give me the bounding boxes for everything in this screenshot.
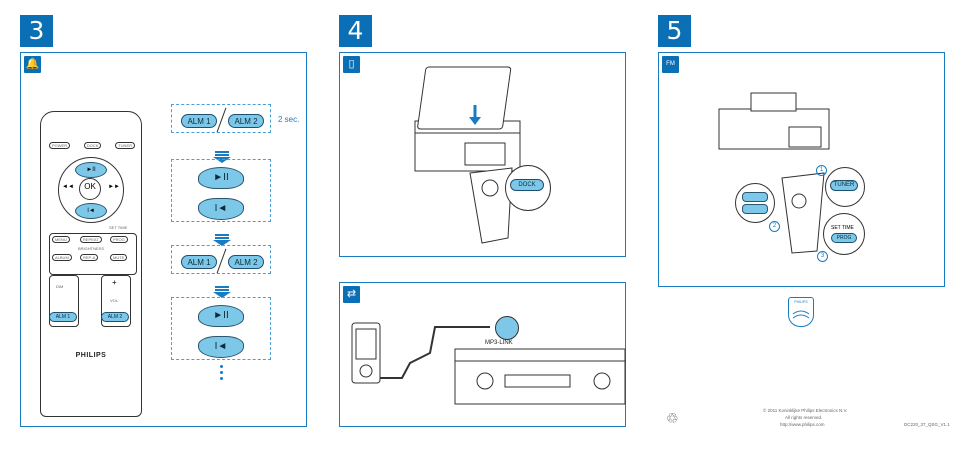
callout-number-3: 3 (817, 251, 828, 262)
nav-right-icon[interactable]: ►► (108, 184, 120, 190)
remote-brand: PHILIPS (75, 352, 107, 359)
ok-button[interactable]: OK (79, 178, 101, 200)
set-time-label: SET TIME (831, 225, 854, 231)
mp3-link-callout (495, 316, 519, 340)
step-3-panel: 🔔 POWER DOCK TUNER ►II OK I◄ ◄◄ ►► SET T… (20, 52, 307, 427)
continue-dots (220, 365, 224, 380)
nav-buttons-callout (735, 183, 775, 223)
alarm-select-box-1 (171, 104, 271, 133)
dim-rocker[interactable]: DIM (49, 275, 79, 327)
nav-up-button[interactable]: ►II (75, 162, 107, 178)
step-number-5: 5 (658, 15, 691, 47)
set-time-label: SET TIME (109, 225, 128, 230)
prog-button[interactable]: PROG (831, 233, 857, 243)
nav-ring: ►II OK I◄ ◄◄ ►► (58, 157, 124, 223)
alm1-button[interactable]: ALM 1 (181, 114, 217, 128)
step-4-dock-panel: ▯ DOCK (339, 52, 626, 257)
rep-a-button[interactable]: REP-A (80, 254, 99, 261)
mp3-link-icon: ⇄ (343, 286, 360, 303)
document-code: DC220_37_QSG_V1.1 (904, 422, 950, 427)
ok-label: OK (84, 182, 96, 191)
down-arrow-icon (213, 285, 231, 298)
brightness-label: BRIGHTNESS (78, 246, 105, 251)
remote-mid-buttons: MENU REPEAT PROG BRIGHTNESS ALBUM REP-A … (49, 233, 137, 275)
copyright-text: © 2011 Koninklijke Philips Electronics N… (763, 408, 848, 413)
step-4-mp3-panel: ⇄ MP3-LINK (339, 282, 626, 427)
nav-down-button[interactable]: I◄ (75, 203, 107, 219)
dock-speaker-illustration (414, 66, 521, 244)
duration-label: 2 sec. (278, 115, 300, 124)
alarm-bell-icon: 🔔 (24, 56, 41, 73)
nav-left-icon[interactable]: ◄◄ (62, 184, 74, 190)
play-pause-button[interactable]: ►II (198, 305, 244, 327)
callout-number-1: 1 (816, 165, 827, 176)
url-text[interactable]: http://www.philips.com (780, 422, 825, 427)
remote-alm1-button[interactable]: ALM 1 (49, 312, 77, 322)
dim-label: DIM (56, 284, 64, 289)
remote-top-row: POWER DOCK TUNER (49, 142, 135, 149)
logo-brand-text: PHILIPS (794, 300, 808, 304)
vol-label: VOL (110, 298, 119, 303)
play-pause-button[interactable]: ►II (198, 167, 244, 189)
next-button-blue[interactable] (742, 204, 768, 214)
step-5-panel: FM TUNER SET TIME PROG 1 2 3 (658, 52, 945, 287)
tuner-button[interactable]: TUNER (830, 180, 858, 191)
power-button[interactable]: POWER (49, 142, 71, 149)
prev-button[interactable]: I◄ (198, 198, 244, 220)
callout-number-2: 2 (769, 221, 780, 232)
dock-button[interactable]: DOCK (83, 142, 102, 149)
prev-button[interactable]: I◄ (198, 336, 244, 358)
alm2-button[interactable]: ALM 2 (228, 114, 264, 128)
mp3-link-label: MP3-LINK (485, 340, 513, 346)
step-number-3: 3 (20, 15, 53, 47)
album-button[interactable]: ALBUM (52, 254, 72, 261)
step-number-4: 4 (339, 15, 372, 47)
menu-button[interactable]: MENU (52, 236, 70, 243)
dock-button[interactable]: DOCK (510, 179, 544, 191)
play-prev-box-1 (171, 159, 271, 222)
vol-plus-icon: + (112, 278, 117, 287)
radio-fm-icon: FM (662, 56, 679, 73)
repeat-button[interactable]: REPEAT (80, 236, 102, 243)
mute-button[interactable]: MUTE (110, 254, 128, 261)
prog-button[interactable]: PROG (110, 236, 128, 243)
alm1-button[interactable]: ALM 1 (181, 255, 217, 269)
remote-control: POWER DOCK TUNER ►II OK I◄ ◄◄ ►► SET TIM… (40, 111, 142, 417)
phone-icon: ▯ (343, 56, 360, 73)
mp3-player-illustration (351, 322, 626, 405)
radio-tuning-illustration (718, 92, 830, 254)
down-arrow-icon (213, 150, 231, 163)
down-arrow-icon (213, 233, 231, 246)
recycle-icon: ♲ (666, 410, 679, 426)
philips-shield-logo: PHILIPS (788, 297, 814, 327)
alm2-button[interactable]: ALM 2 (228, 255, 264, 269)
remote-alm2-button[interactable]: ALM 2 (101, 312, 129, 322)
rights-text: All rights reserved. (785, 415, 823, 420)
prev-button-blue[interactable] (742, 192, 768, 202)
alarm-select-box-2 (171, 245, 271, 274)
tuner-button[interactable]: TUNER (115, 142, 135, 149)
play-prev-box-2 (171, 297, 271, 360)
